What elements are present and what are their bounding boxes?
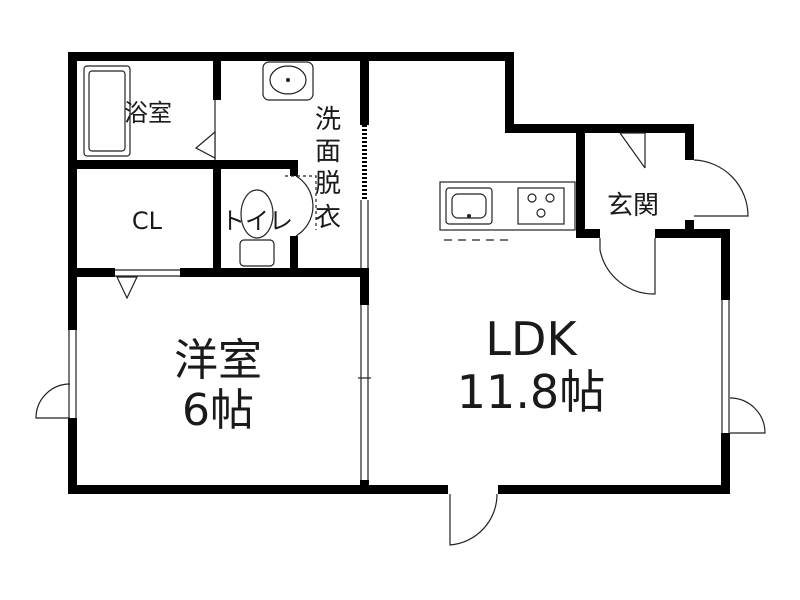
- label-ldk-size: 11.8帖: [457, 365, 605, 419]
- label-ldk: LDK: [485, 312, 578, 366]
- door-closet: [116, 276, 138, 300]
- door-swing-entrance: [693, 159, 749, 217]
- label-washroom-4: 衣: [315, 203, 341, 233]
- door-swing-western: [35, 383, 71, 419]
- bathtub: [83, 65, 131, 157]
- door-swing-ldk-right: [729, 397, 766, 434]
- label-washroom-3: 脱: [315, 169, 341, 199]
- label-entrance: 玄関: [607, 191, 659, 221]
- label-toilet: トイレ: [221, 207, 293, 235]
- toilet-bowl: [240, 189, 274, 239]
- kitchen-counter: [439, 181, 576, 231]
- door-bath: [194, 130, 216, 159]
- stove: [517, 187, 565, 225]
- kitchen-sink: [445, 187, 493, 225]
- label-western-room-size: 6帖: [182, 385, 254, 436]
- label-bath: 浴室: [124, 99, 172, 127]
- label-washroom-1: 洗: [315, 105, 341, 135]
- door-swing-ldk-bottom: [449, 493, 498, 546]
- wall-openings: [68, 100, 730, 494]
- label-closet: CL: [132, 207, 163, 235]
- label-washroom-2: 面: [315, 137, 341, 167]
- toilet-tank: [239, 239, 275, 267]
- door-swing-toilet: [295, 175, 314, 237]
- door-swing-entrance-inner: [599, 238, 656, 295]
- labels: 浴室 洗 面 脱 衣 CL トイレ 洋室 6帖 LDK 11.8帖 玄関: [124, 99, 659, 436]
- doors: [35, 130, 766, 546]
- fixtures: [83, 61, 576, 267]
- label-western-room: 洋室: [174, 335, 262, 386]
